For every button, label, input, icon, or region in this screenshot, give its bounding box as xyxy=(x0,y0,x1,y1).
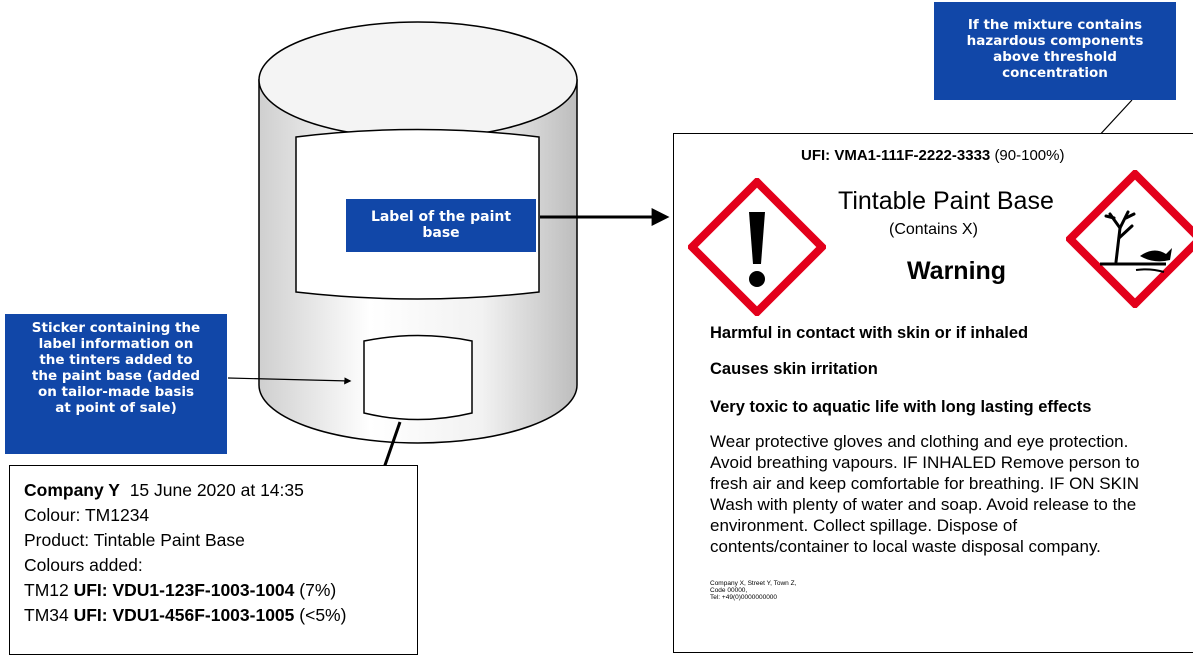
sticker-receipt: Company Y 15 June 2020 at 14:35 Colour: … xyxy=(9,465,418,655)
tinter-ufi: UFI: VDU1-456F-1003-1005 xyxy=(73,605,295,625)
receipt-tinter-row: TM34 UFI: VDU1-456F-1003-1005 (<5%) xyxy=(24,603,417,628)
precaution-line: Wash with plenty of water and soap. Avoi… xyxy=(710,495,1137,514)
callout-line: label information on xyxy=(38,336,194,352)
callout-label-of-base: Label of the paint base xyxy=(346,199,536,252)
callout-line: the paint base (added xyxy=(31,368,201,384)
callout-line: Label of the paint xyxy=(370,209,512,225)
precaution-line: Avoid breathing vapours. IF INHALED Remo… xyxy=(710,453,1140,472)
supplier-line: Code 00000, xyxy=(710,587,748,594)
product-label: UFI: VMA1-111F-2222-3333 (90-100%) Tinta… xyxy=(673,133,1193,653)
label-ufi-code: UFI: VMA1-111F-2222-3333 xyxy=(801,147,991,164)
paint-can xyxy=(258,21,578,444)
tinter-share: (7%) xyxy=(299,580,337,600)
tinter-share: (<5%) xyxy=(299,605,347,625)
callout-line: on tailor-made basis xyxy=(37,384,195,400)
tinter-code: TM12 xyxy=(24,580,69,600)
precaution-line: Wear protective gloves and clothing and … xyxy=(710,432,1129,451)
callout-line: hazardous components xyxy=(966,33,1144,49)
callout-line: at point of sale) xyxy=(55,400,177,416)
hazard-statement: Causes skin irritation xyxy=(710,360,878,378)
label-ufi-line: UFI: VMA1-111F-2222-3333 (90-100%) xyxy=(801,147,1064,164)
callout-sticker-note: Sticker containing the label information… xyxy=(5,314,227,454)
hazard-statement: Harmful in contact with skin or if inhal… xyxy=(710,324,1029,342)
supplier-line: Tel: +49(0)0000000000 xyxy=(710,594,778,601)
label-ufi-share: (90-100%) xyxy=(994,147,1065,164)
callout-line: concentration xyxy=(1002,65,1108,81)
can-sticker-area xyxy=(363,334,473,421)
callout-hazard-note: If the mixture contains hazardous compon… xyxy=(934,2,1176,100)
precaution-line: environment. Collect spillage. Dispose o… xyxy=(710,516,1018,535)
receipt-header: Company Y 15 June 2020 at 14:35 xyxy=(24,478,417,503)
callout-line: above threshold xyxy=(993,49,1117,65)
callout-line: If the mixture contains xyxy=(967,17,1143,33)
receipt-colours-added: Colours added: xyxy=(24,555,143,575)
receipt-product: Product: Tintable Paint Base xyxy=(24,530,245,550)
precaution-line: contents/container to local waste dispos… xyxy=(710,537,1101,556)
label-contains: (Contains X) xyxy=(889,221,978,238)
supplier-details: Company X, Street Y, Town Z, Code 00000,… xyxy=(710,580,796,601)
hazard-statement: Very toxic to aquatic life with long las… xyxy=(710,398,1092,416)
callout-line: the tinters added to xyxy=(39,352,193,368)
exclamation-mark-icon xyxy=(688,178,826,316)
arrow-to-sticker xyxy=(227,377,352,385)
precautionary-statements: Wear protective gloves and clothing and … xyxy=(710,431,1140,557)
callout-line: base xyxy=(422,225,460,241)
tinter-ufi: UFI: VDU1-123F-1003-1004 xyxy=(73,580,295,600)
precaution-line: fresh air and keep comfortable for breat… xyxy=(710,474,1139,493)
label-product-name: Tintable Paint Base xyxy=(838,187,1054,215)
callout-line: Sticker containing the xyxy=(31,320,201,336)
receipt-company: Company Y xyxy=(24,480,120,500)
receipt-tinter-row: TM12 UFI: VDU1-123F-1003-1004 (7%) xyxy=(24,578,417,603)
environment-hazard-icon xyxy=(1066,170,1193,308)
supplier-line: Company X, Street Y, Town Z, xyxy=(710,580,797,587)
can-lid xyxy=(258,21,578,139)
receipt-colour: Colour: TM1234 xyxy=(24,505,150,525)
tinter-code: TM34 xyxy=(24,605,69,625)
label-signal-word: Warning xyxy=(907,257,1007,285)
receipt-datetime: 15 June 2020 at 14:35 xyxy=(129,480,304,500)
